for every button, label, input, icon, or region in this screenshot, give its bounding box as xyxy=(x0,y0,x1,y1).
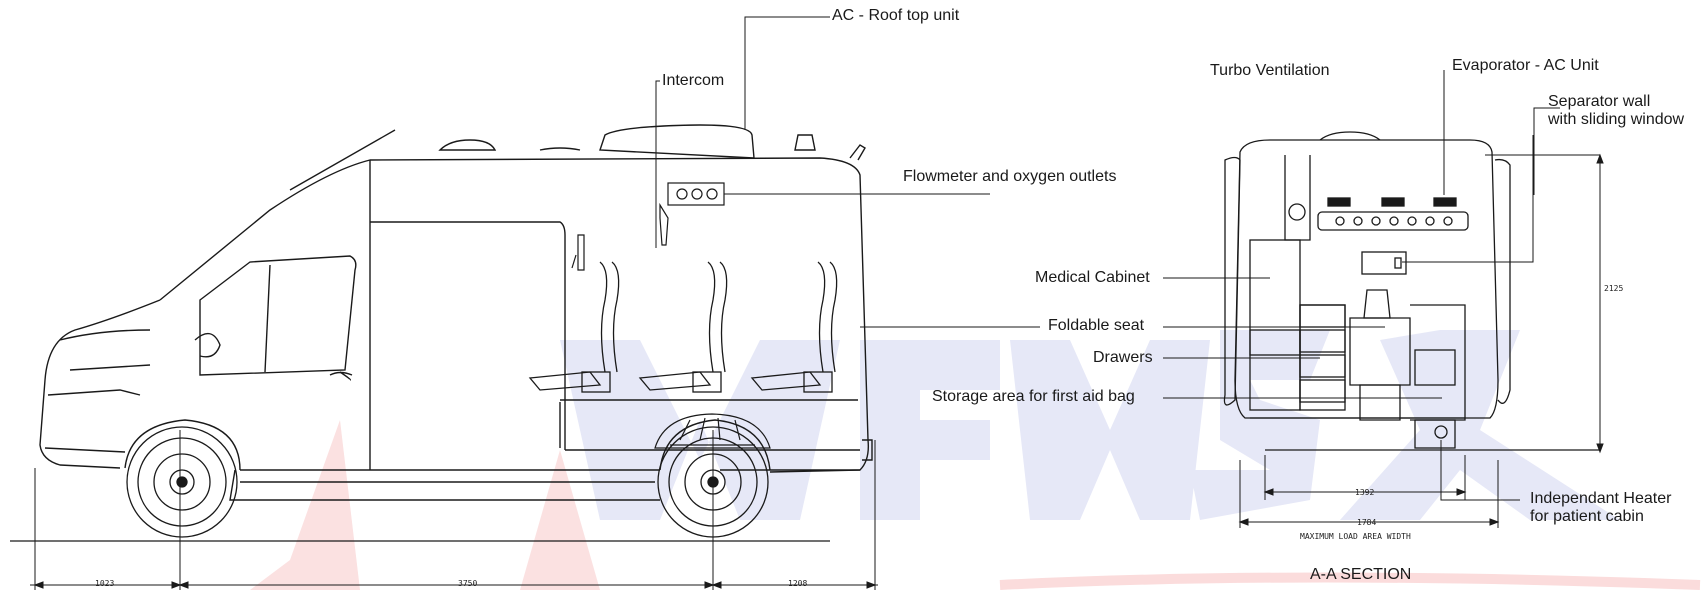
dim-front-overhang: 1023 xyxy=(95,579,115,588)
section-view xyxy=(1223,131,1600,451)
dim-inner-width: 1392 xyxy=(1355,488,1375,497)
label-drawers: Drawers xyxy=(1093,349,1153,366)
side-dimension-lines xyxy=(30,430,878,590)
van-side-view xyxy=(39,124,873,501)
foldable-seats xyxy=(528,261,838,393)
dim-max-width-caption: MAXIMUM LOAD AREA WIDTH xyxy=(1300,532,1411,541)
label-medical-cabinet: Medical Cabinet xyxy=(1035,269,1150,286)
label-storage-area: Storage area for first aid bag xyxy=(932,388,1135,405)
dim-wheelbase: 3750 xyxy=(458,579,478,588)
label-foldable-seat: Foldable seat xyxy=(1048,317,1145,334)
watermark-logo xyxy=(250,330,1701,590)
dim-max-width: 1784 xyxy=(1357,518,1377,527)
leader-lines-side xyxy=(655,16,1040,328)
label-intercom: Intercom xyxy=(662,72,725,89)
intercom-unit xyxy=(571,234,585,271)
dim-height: 2125 xyxy=(1604,284,1624,293)
flowmeter-panel xyxy=(659,182,725,246)
leader-lines-section xyxy=(1163,70,1560,501)
label-flowmeter-oxygen: Flowmeter and oxygen outlets xyxy=(903,168,1117,185)
section-dimension-lines xyxy=(1238,153,1604,528)
label-separator-wall: Separator wall with sliding window xyxy=(1548,93,1685,128)
label-turbo-ventilation: Turbo Ventilation xyxy=(1210,62,1330,79)
label-ac-roof-unit: AC - Roof top unit xyxy=(832,7,960,24)
label-independent-heater: Independant Heater for patient cabin xyxy=(1530,490,1672,525)
label-evaporator: Evaporator - AC Unit xyxy=(1452,57,1599,74)
section-title: A-A SECTION xyxy=(1310,566,1412,583)
dim-rear-overhang: 1208 xyxy=(788,579,808,588)
front-wheel xyxy=(126,426,238,538)
